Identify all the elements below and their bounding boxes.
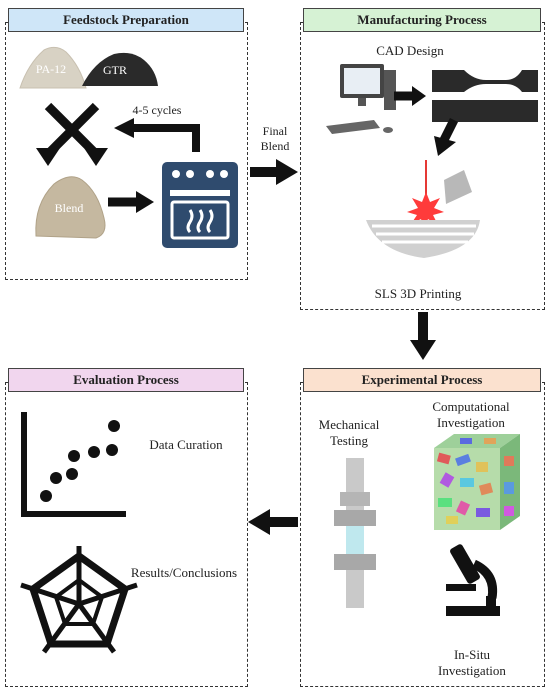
final-blend-arrow <box>250 159 298 185</box>
cad-design-label: CAD Design <box>376 43 444 58</box>
tensile-tester-icon <box>334 458 376 608</box>
computational-label-line1: Computational <box>432 399 510 414</box>
sls-printer-icon <box>366 160 480 258</box>
mechanical-label-line2: Testing <box>329 433 369 448</box>
sls-label: SLS 3D Printing <box>374 286 462 301</box>
computational-label-line2: Investigation <box>437 415 505 430</box>
radar-chart-icon <box>20 546 138 654</box>
gtr-label: GTR <box>103 63 127 77</box>
data-curation-label: Data Curation <box>149 437 223 452</box>
results-label: Results/Conclusions <box>130 565 238 580</box>
blend-label: Blend <box>54 201 84 215</box>
experimental-header: Experimental Process <box>303 368 541 392</box>
mixing-cross-arrows-icon <box>36 102 108 166</box>
microscope-icon <box>446 544 500 616</box>
cycles-label: 4-5 cycles <box>132 103 182 117</box>
microstructure-cube-icon <box>434 434 520 530</box>
blend-to-oven-arrow <box>108 191 154 213</box>
blend-powder-icon <box>35 176 106 239</box>
final-blend-label-line1: Final <box>262 124 288 138</box>
scatter-plot-icon <box>21 412 126 517</box>
cad-arrow <box>394 86 426 106</box>
pa12-label: PA-12 <box>35 62 67 76</box>
pa12-powder-icon <box>19 46 87 89</box>
insitu-label-line2: Investigation <box>438 663 506 678</box>
cad-to-sls-arrow <box>434 117 459 156</box>
experimental-to-evaluation-arrow <box>248 509 298 535</box>
dogbone-specimen-icon <box>432 70 538 122</box>
final-blend-label-line2: Blend <box>260 139 290 153</box>
insitu-label-line1: In-Situ <box>453 647 491 662</box>
evaluation-header: Evaluation Process <box>8 368 244 392</box>
manufacturing-header: Manufacturing Process <box>303 8 541 32</box>
computer-icon <box>326 64 396 134</box>
gtr-powder-icon <box>82 52 158 86</box>
cycle-return-arrow <box>114 118 200 152</box>
manufacturing-to-experimental-arrow <box>410 312 436 360</box>
mechanical-label-line1: Mechanical <box>318 417 380 432</box>
feedstock-header: Feedstock Preparation <box>8 8 244 32</box>
oven-icon <box>162 162 238 248</box>
